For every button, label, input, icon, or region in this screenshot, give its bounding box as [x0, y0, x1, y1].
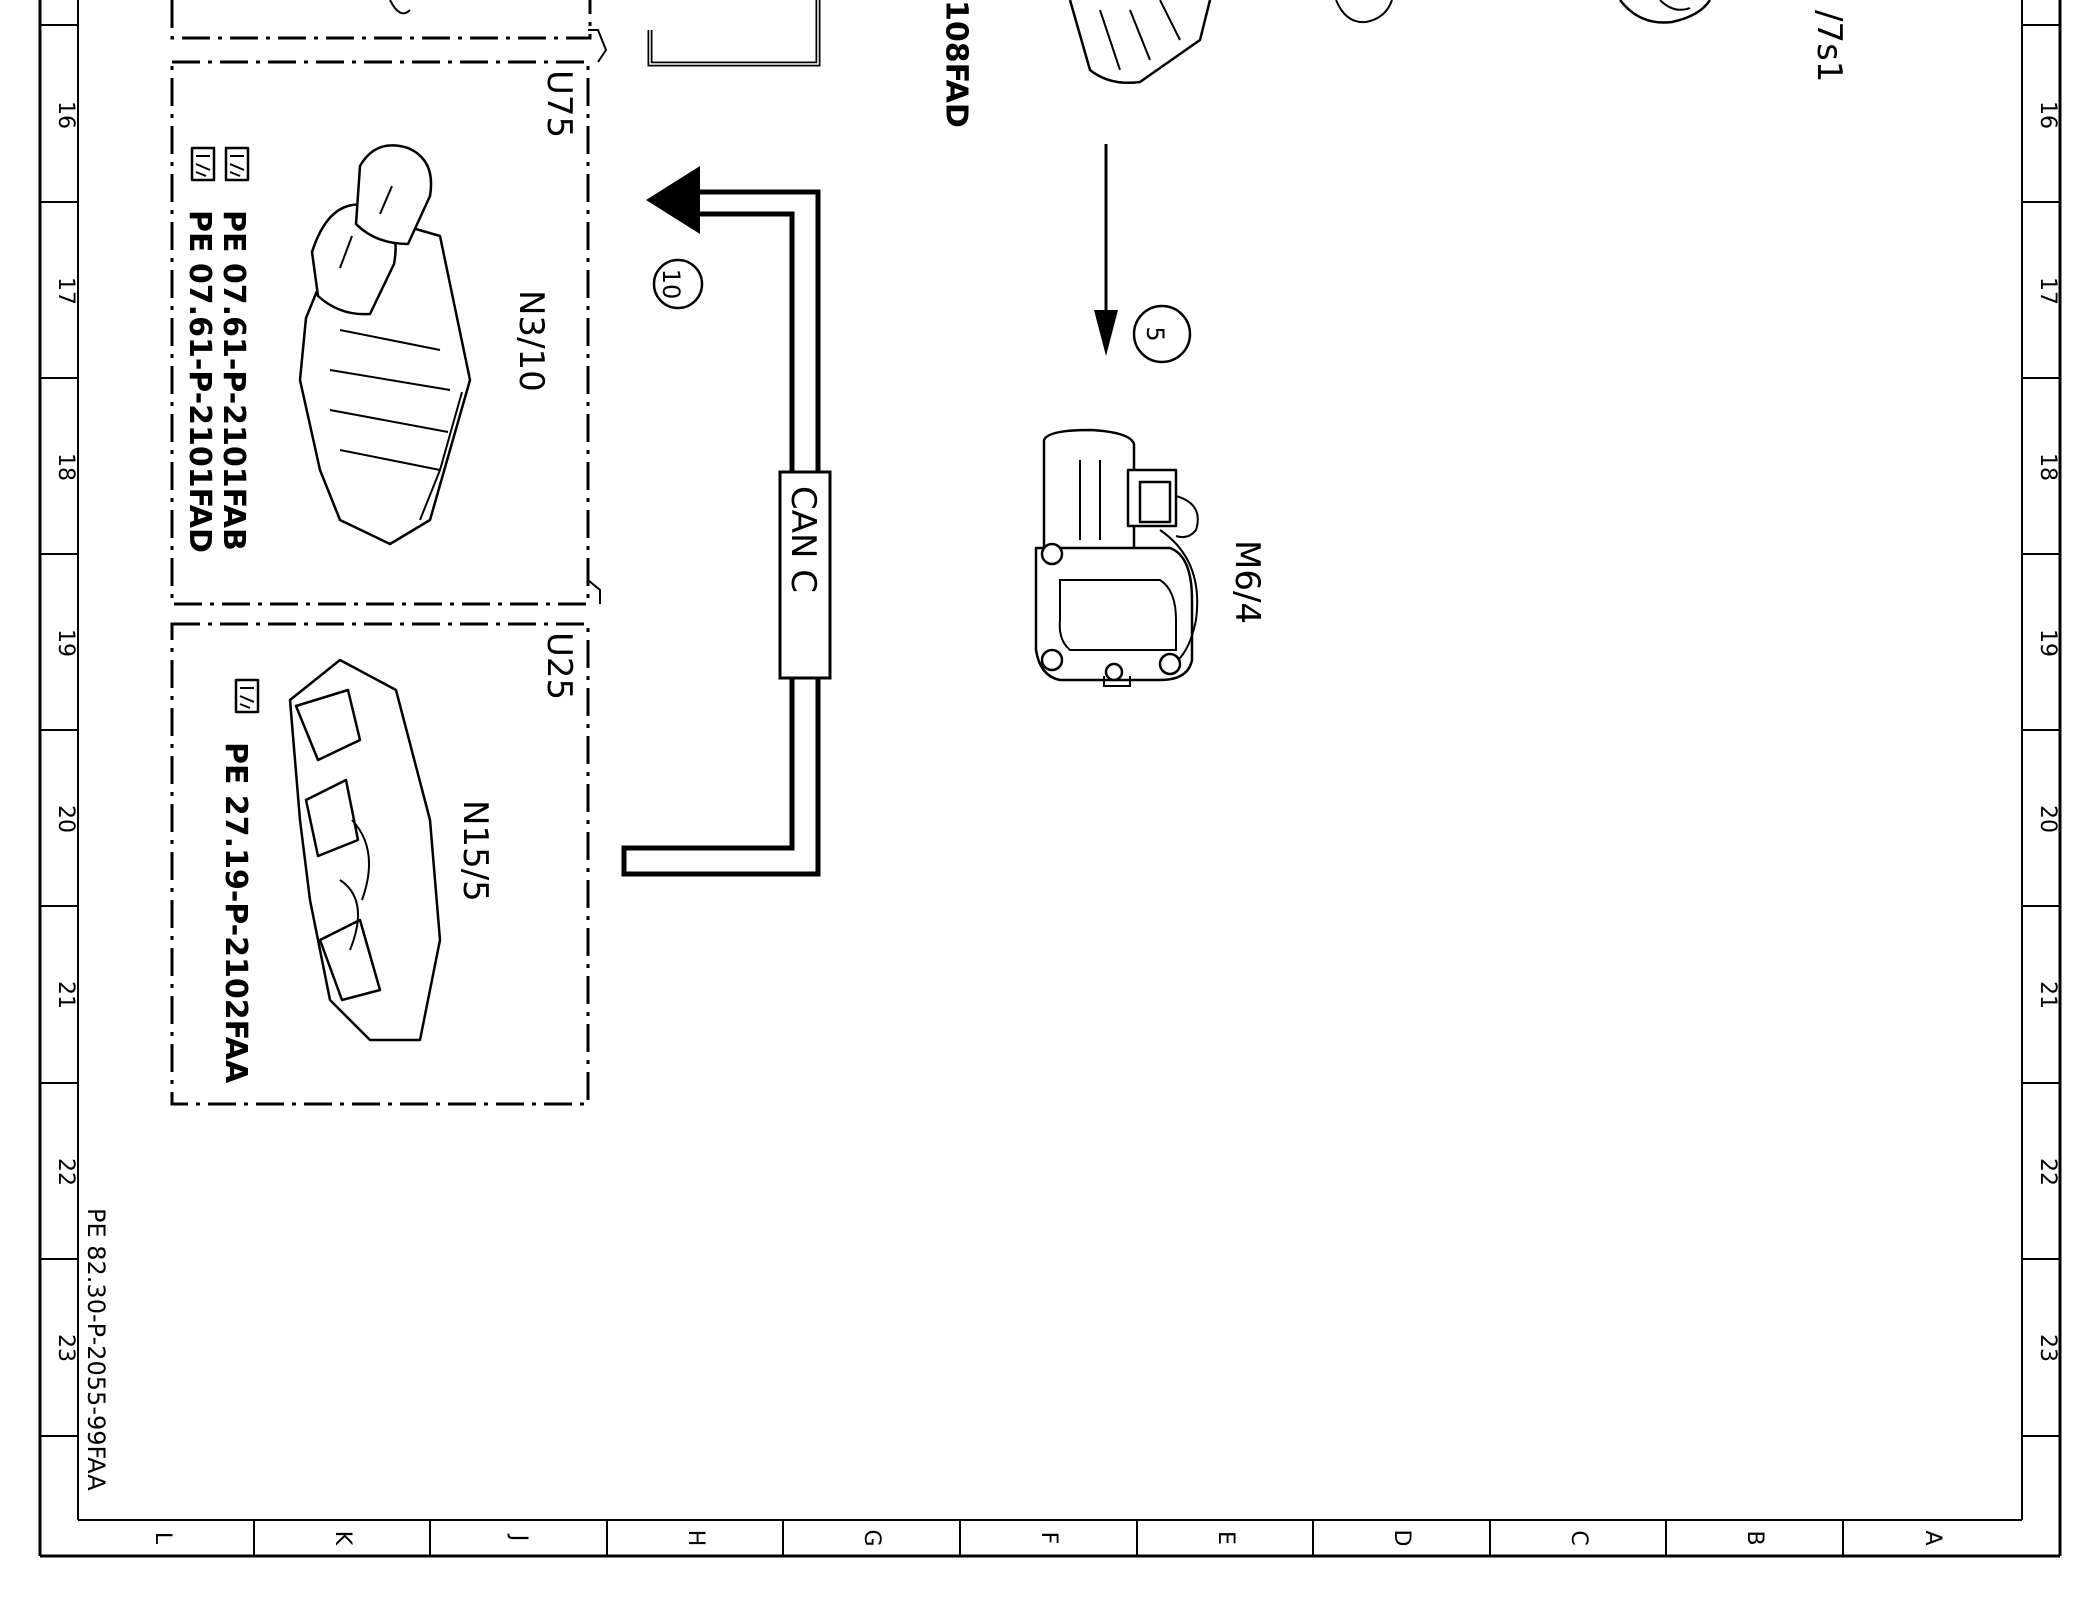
bottom-ruler: L K J H G F E D C B A — [150, 1520, 1945, 1556]
n15-5-control-unit-drawing — [288, 658, 442, 1042]
marker-5: 5 — [1132, 304, 1192, 364]
ruler-left-22: 22 — [53, 1158, 78, 1186]
top-partial-name: /7s1 — [1809, 10, 1849, 82]
drawing-frame — [38, 0, 2062, 1558]
ruler-right-18: 18 — [2035, 453, 2060, 481]
ruler-right-20: 20 — [2035, 805, 2060, 833]
top-partial-ref: 108FAD — [938, 0, 973, 128]
u75-box-label: U75 — [539, 70, 579, 138]
ruler-left-21: 21 — [53, 981, 78, 1009]
ruler-letter-J: J — [506, 1533, 531, 1542]
ruler-left-23: 23 — [53, 1334, 78, 1362]
ruler-letter-D: D — [1389, 1530, 1414, 1547]
hand-pointer-icon — [190, 146, 216, 182]
signal-arrow — [1094, 144, 1118, 356]
marker-10: 10 — [652, 258, 704, 310]
u25-box-label: U25 — [539, 632, 579, 700]
left-ruler: 16 17 18 19 20 21 22 23 — [40, 24, 78, 1437]
can-c-label-box — [778, 470, 832, 680]
ruler-letter-H: H — [683, 1530, 708, 1547]
top-partial-component: 108FAD — [938, 0, 1212, 128]
ruler-letter-C: C — [1566, 1530, 1591, 1545]
ruler-left-17: 17 — [53, 277, 78, 305]
ruler-letter-L: L — [150, 1532, 175, 1545]
ruler-left-19: 19 — [53, 629, 78, 657]
n3-10-ref-1: PE 07.61-P-2101FAB — [216, 210, 251, 551]
u75-box: U75 N3/10 PE 07.61-P-2101FAB PE 07.61-P-… — [170, 29, 608, 606]
can-c-label: CAN C — [783, 486, 823, 593]
arrow-down-icon — [1094, 310, 1118, 356]
top-partial-circle — [1335, 0, 1393, 24]
hand-pointer-icon — [224, 146, 250, 182]
n15-5-ref-1: PE 27.19-P-2102FAA — [218, 742, 253, 1084]
ruler-letter-E: E — [1213, 1531, 1238, 1545]
ruler-right-22: 22 — [2035, 1158, 2060, 1186]
marker-5-label: 5 — [1141, 326, 1169, 341]
ruler-right-17: 17 — [2035, 277, 2060, 305]
right-ruler: 16 17 18 19 20 21 22 23 — [2022, 24, 2060, 1437]
n3-10-control-unit-drawing — [298, 144, 472, 546]
marker-10-label: 10 — [657, 269, 685, 300]
ruler-letter-A: A — [1920, 1530, 1945, 1545]
ruler-left-20: 20 — [53, 805, 78, 833]
ruler-letter-K: K — [330, 1531, 355, 1546]
ruler-right-19: 19 — [2035, 629, 2060, 657]
m6-4-label: M6/4 — [1227, 540, 1267, 624]
n15-5-label: N15/5 — [455, 800, 495, 902]
ruler-left-18: 18 — [53, 453, 78, 481]
top-partial-box — [170, 0, 592, 40]
ruler-right-23: 23 — [2035, 1334, 2060, 1362]
n3-10-label: N3/10 — [511, 290, 551, 392]
document-code: PE 82.30-P-2055-99FAA — [82, 1208, 110, 1491]
can-c-bus: CAN C — [621, 0, 832, 877]
ruler-right-16: 16 — [2035, 101, 2060, 129]
ruler-left-16: 16 — [53, 101, 78, 129]
m6-4-actuator-drawing — [1034, 428, 1199, 687]
hand-pointer-icon — [234, 678, 260, 714]
top-partial-switch: /7s1 — [1619, 0, 1849, 82]
n3-10-ref-2: PE 07.61-P-2101FAD — [182, 210, 217, 553]
ruler-right-21: 21 — [2035, 981, 2060, 1009]
u25-box: U25 N15/5 PE 27.19-P-2102FAA — [170, 622, 590, 1106]
ruler-letter-B: B — [1742, 1530, 1767, 1545]
ruler-letter-F: F — [1036, 1532, 1061, 1545]
ruler-letter-G: G — [859, 1529, 884, 1546]
can-c-bus-arrow-icon — [646, 166, 700, 234]
